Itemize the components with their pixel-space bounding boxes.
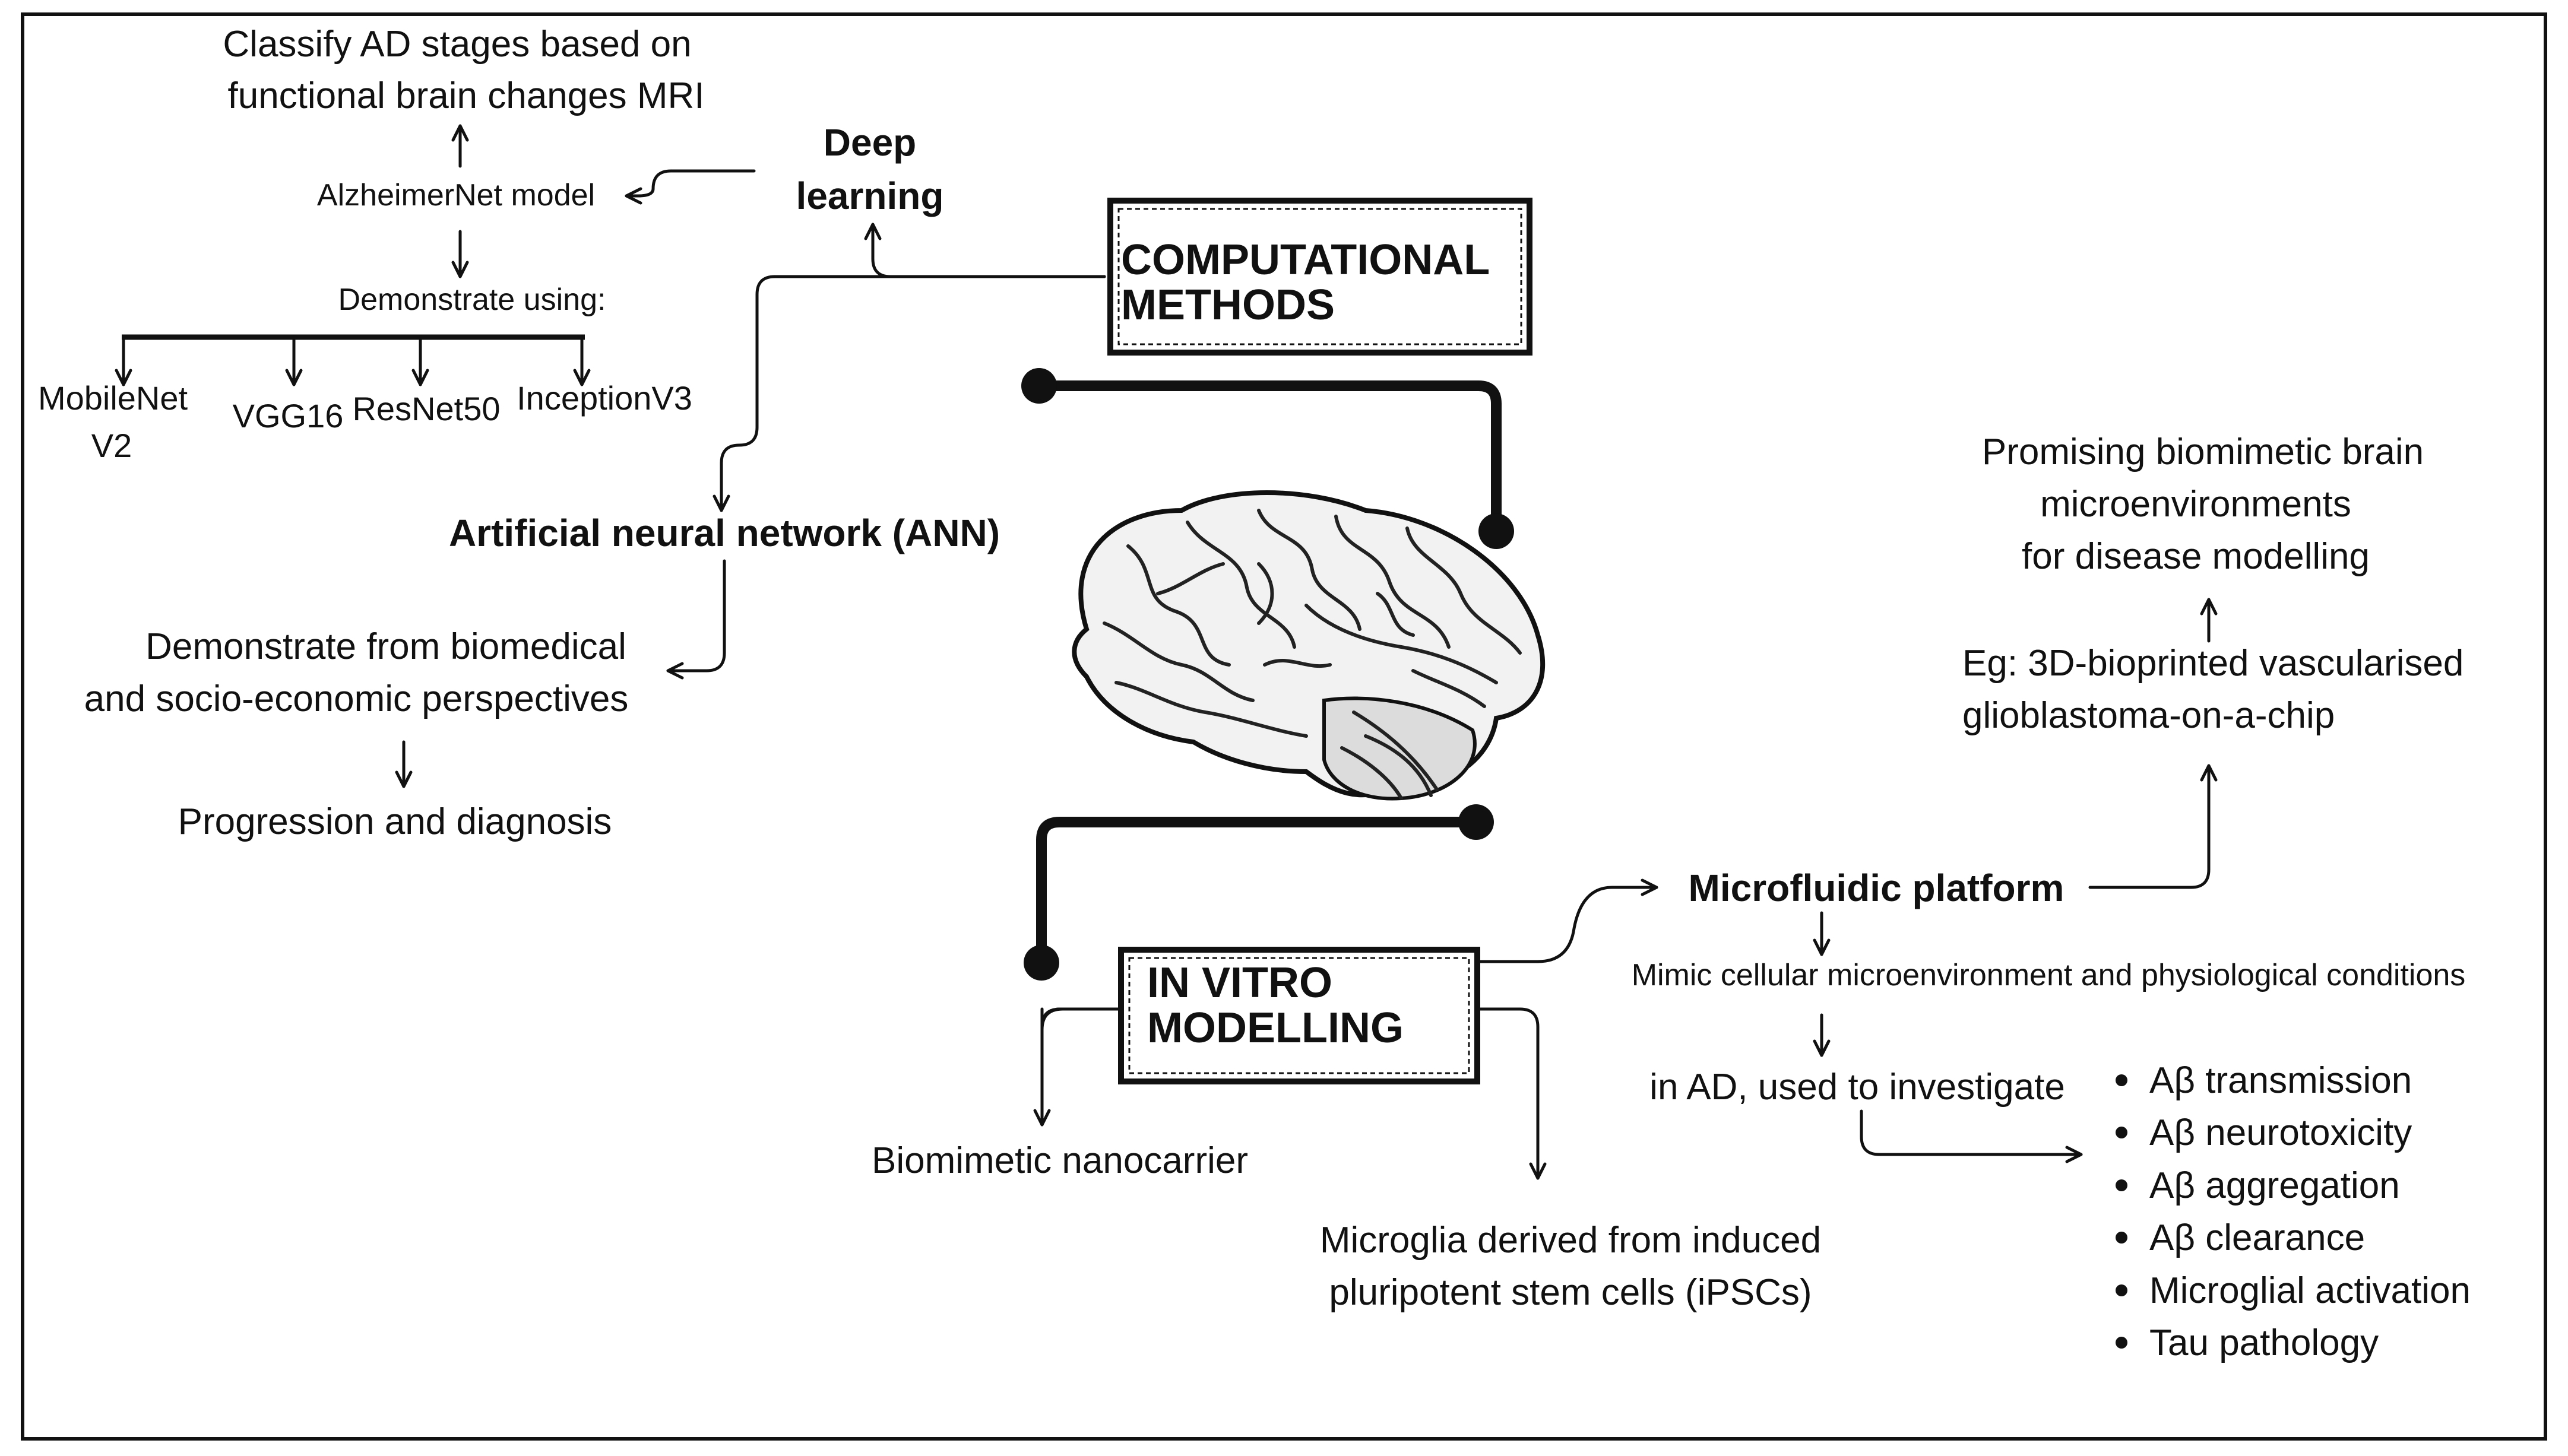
ann-demonstrate-line-1: Demonstrate from biomedical (145, 626, 626, 667)
brain-connector-bottom (1024, 804, 1494, 981)
example-line-2: glioblastoma-on-a-chip (1962, 695, 2335, 736)
network-inceptionv3: InceptionV3 (517, 379, 692, 417)
in-vitro-modelling-box: IN VITRO MODELLING (1118, 947, 1480, 1084)
mimic-text: Mimic cellular microenvironment and phys… (1632, 958, 2466, 992)
network-vgg16: VGG16 (233, 397, 344, 434)
computational-methods-box: COMPUTATIONAL METHODS (1107, 198, 1532, 356)
invitro-branch: Biomimetic nanocarrier Microglia derived… (872, 1007, 1821, 1313)
deep-learning-label-2: learning (796, 175, 944, 217)
deep-learning-label-1: Deep (824, 121, 917, 164)
biomimetic-nanocarrier: Biomimetic nanocarrier (872, 1140, 1248, 1181)
list-item: Aβ aggregation (2149, 1165, 2400, 1206)
investigate-list: Aβ transmission Aβ neurotoxicity Aβ aggr… (2116, 1060, 2471, 1363)
promising-line-3: for disease modelling (2022, 536, 2370, 577)
invitro-line-1: IN VITRO (1147, 959, 1332, 1007)
list-item: Microglial activation (2149, 1270, 2471, 1311)
microfluidic-branch: Microfluidic platform Promising biomimet… (1478, 432, 2471, 1363)
microglia-line-2: pluripotent stem cells (iPSCs) (1329, 1272, 1812, 1313)
microglia-line-1: Microglia derived from induced (1320, 1220, 1821, 1261)
alzheimernet-model: AlzheimerNet model (317, 178, 595, 212)
ann-label: Artificial neural network (ANN) (449, 512, 1000, 554)
progression-diagnosis: Progression and diagnosis (178, 801, 612, 842)
brain-connector-top (1021, 368, 1514, 549)
promising-line-2: microenvironments (2040, 484, 2351, 525)
list-item: Tau pathology (2149, 1322, 2379, 1363)
list-item: Aβ transmission (2149, 1060, 2412, 1101)
list-item: Aβ clearance (2149, 1217, 2365, 1258)
network-resnet50: ResNet50 (352, 390, 500, 427)
investigate-text: in AD, used to investigate (1649, 1067, 2065, 1108)
list-item: Aβ neurotoxicity (2149, 1112, 2412, 1153)
computational-line-1: COMPUTATIONAL (1121, 236, 1490, 284)
ann-demonstrate-line-2: and socio-economic perspectives (84, 678, 629, 719)
ann-branch: Artificial neural network (ANN) Demonstr… (84, 512, 1000, 842)
microfluidic-platform-label: Microfluidic platform (1689, 867, 2064, 909)
deep-learning-branch: Deep learning Classify AD stages based o… (38, 24, 1106, 512)
example-line-1: Eg: 3D-bioprinted vascularised (1962, 643, 2463, 684)
classify-line-1: Classify AD stages based on (223, 24, 691, 65)
outer-frame (21, 12, 2547, 1441)
brain-icon (1072, 490, 1546, 801)
classify-line-2: functional brain changes MRI (227, 75, 704, 116)
invitro-line-2: MODELLING (1147, 1004, 1404, 1052)
network-mobilenet-2: V2 (91, 427, 132, 464)
demonstrate-using: Demonstrate using: (338, 283, 606, 317)
network-mobilenet-1: MobileNet (38, 379, 188, 417)
computational-line-2: METHODS (1121, 281, 1335, 329)
promising-line-1: Promising biomimetic brain (1982, 432, 2424, 472)
